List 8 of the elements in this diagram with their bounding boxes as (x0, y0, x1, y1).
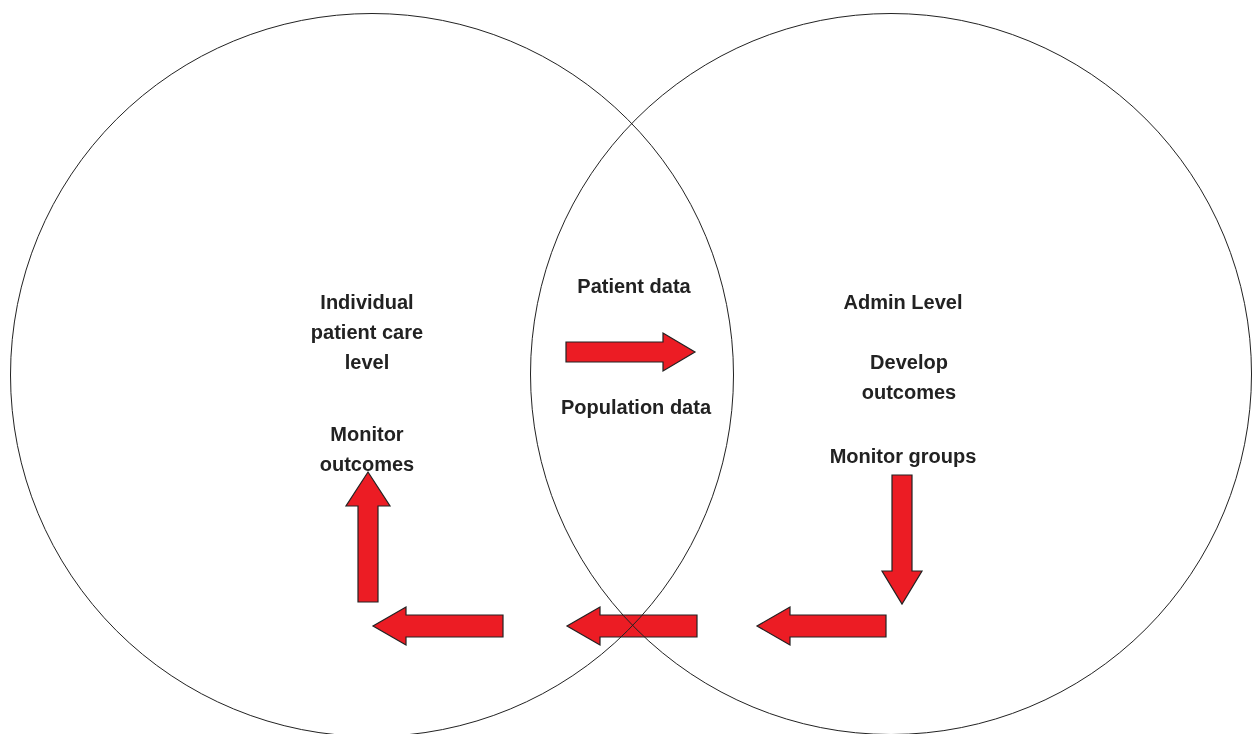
overlap-label: Population data (561, 395, 711, 420)
care-level-text: Individual patient care level (309, 290, 425, 375)
monitor-text: Monitor outcomes (318, 422, 416, 477)
admin-level-text: Admin Level (842, 290, 964, 315)
overlap-label: Patient data (577, 274, 691, 299)
monitor-text: Monitor groups (828, 444, 978, 469)
venn-circle (530, 13, 1252, 734)
develop-text: Develop outcomes (860, 350, 958, 405)
